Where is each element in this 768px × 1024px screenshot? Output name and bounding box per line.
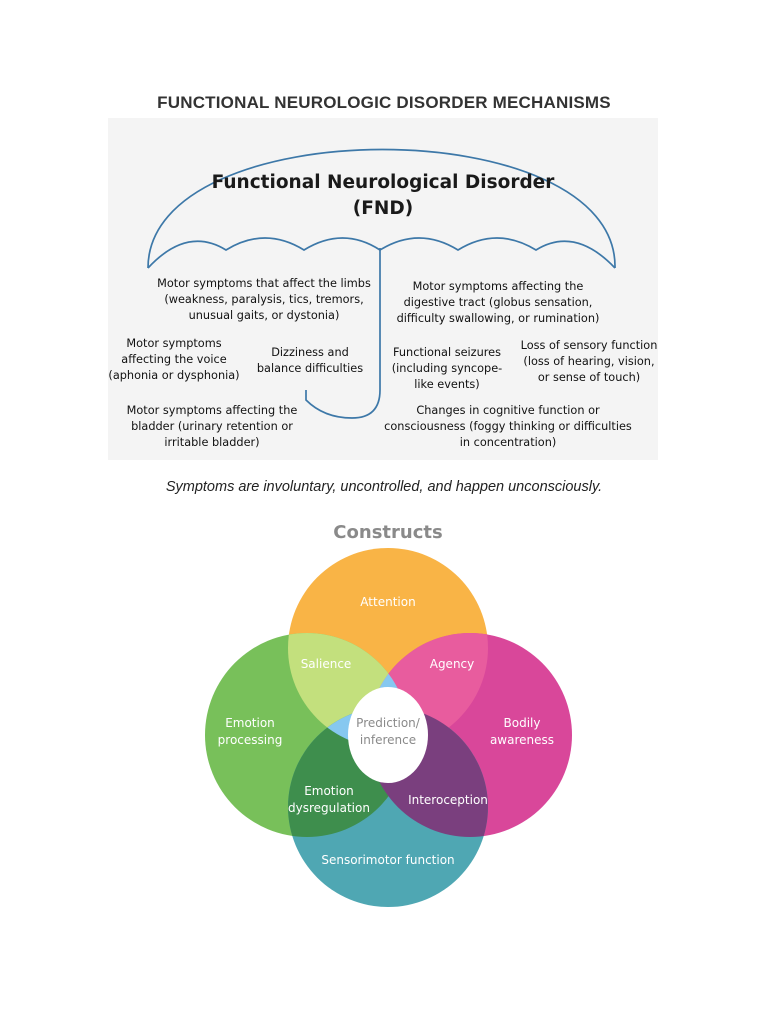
venn-labels: Attention Emotion processing Bodily awar… — [218, 595, 554, 867]
label-salience: Salience — [301, 657, 352, 671]
umbrella-canopy — [147, 148, 616, 269]
symptom-voice: Motor symptoms affecting the voice (apho… — [108, 337, 240, 382]
symptom-limbs: Motor symptoms that affect the limbs (we… — [157, 277, 371, 322]
label-interoception: Interoception — [408, 793, 488, 807]
symptom-bladder: Motor symptoms affecting the bladder (ur… — [126, 404, 298, 449]
label-center-1: Prediction/ — [356, 716, 421, 730]
label-agency: Agency — [430, 657, 475, 671]
fnd-umbrella-diagram: Functional Neurological Disorder (FND) M… — [108, 118, 658, 460]
label-bodily-awareness-1: Bodily — [504, 716, 541, 730]
label-emotion-dysregulation-1: Emotion — [304, 784, 354, 798]
label-center-2: inference — [360, 733, 416, 747]
fnd-title-line1: Functional Neurological Disorder — [211, 172, 555, 193]
umbrella-shaft — [305, 248, 381, 419]
page-title: FUNCTIONAL NEUROLOGIC DISORDER MECHANISM… — [157, 93, 611, 112]
label-emotion-processing-1: Emotion — [225, 716, 275, 730]
symptom-seizures: Functional seizures (including syncope- … — [391, 346, 503, 391]
symptom-sensory: Loss of sensory function (loss of hearin… — [520, 339, 658, 384]
umbrella-graphic — [147, 148, 616, 419]
label-emotion-processing-2: processing — [218, 733, 283, 747]
symptom-digestive: Motor symptoms affecting the digestive t… — [396, 280, 600, 325]
fnd-title-line2: (FND) — [352, 198, 414, 219]
venn-title: Constructs — [333, 522, 442, 543]
symptom-cognitive: Changes in cognitive function or conscio… — [384, 404, 632, 449]
symptom-dizziness: Dizziness and balance difficulties — [256, 346, 364, 375]
fnd-title: Functional Neurological Disorder (FND) — [108, 170, 658, 222]
label-sensorimotor: Sensorimotor function — [321, 853, 454, 867]
label-attention: Attention — [360, 595, 415, 609]
label-bodily-awareness-2: awareness — [490, 733, 554, 747]
overlap-center-prediction — [348, 687, 428, 783]
caption: Symptoms are involuntary, uncontrolled, … — [165, 479, 603, 495]
label-emotion-dysregulation-2: dysregulation — [288, 801, 370, 815]
